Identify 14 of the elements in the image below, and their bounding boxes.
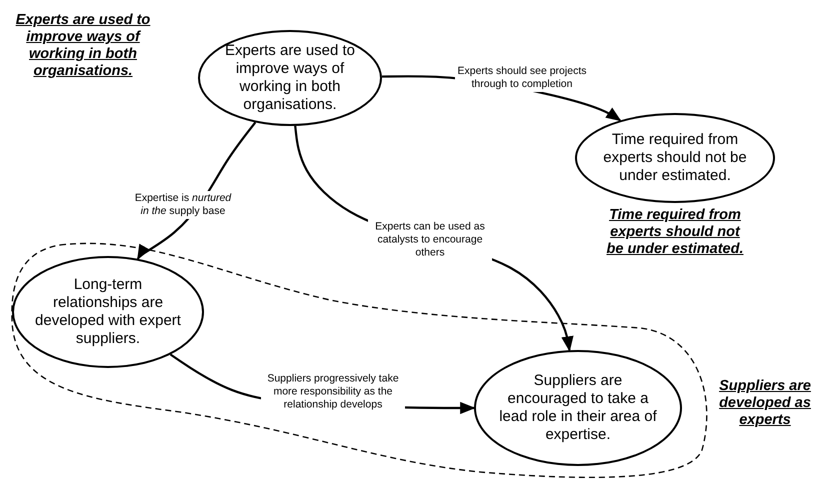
side-caption: Experts are used to improve ways of working in both organisations. bbox=[14, 12, 152, 80]
node-text: Long-term relationships are developed with expert suppliers. bbox=[34, 276, 182, 348]
side-caption: Time required from experts should not be under estimated. bbox=[606, 207, 744, 258]
ellipse-node bbox=[12, 256, 204, 368]
edge-label: Experts should see projects through to completion bbox=[455, 64, 589, 92]
node-text: Time required from experts should not be under estimated. bbox=[602, 131, 748, 185]
edge-label: Suppliers progressively take more responsibility as the relationship develops bbox=[261, 372, 405, 412]
side-caption: Suppliers are developed as experts bbox=[718, 378, 812, 429]
ellipse-node bbox=[474, 350, 682, 466]
node-text: Suppliers are encouraged to take a lead role in their area of expertise. bbox=[498, 372, 658, 444]
node-text: Experts are used to improve ways of working in both organisations. bbox=[224, 42, 356, 114]
edge-label: Experts can be used as catalysts to encourage others bbox=[368, 220, 492, 260]
ellipse-node bbox=[575, 113, 775, 203]
ellipse-node bbox=[198, 30, 382, 126]
